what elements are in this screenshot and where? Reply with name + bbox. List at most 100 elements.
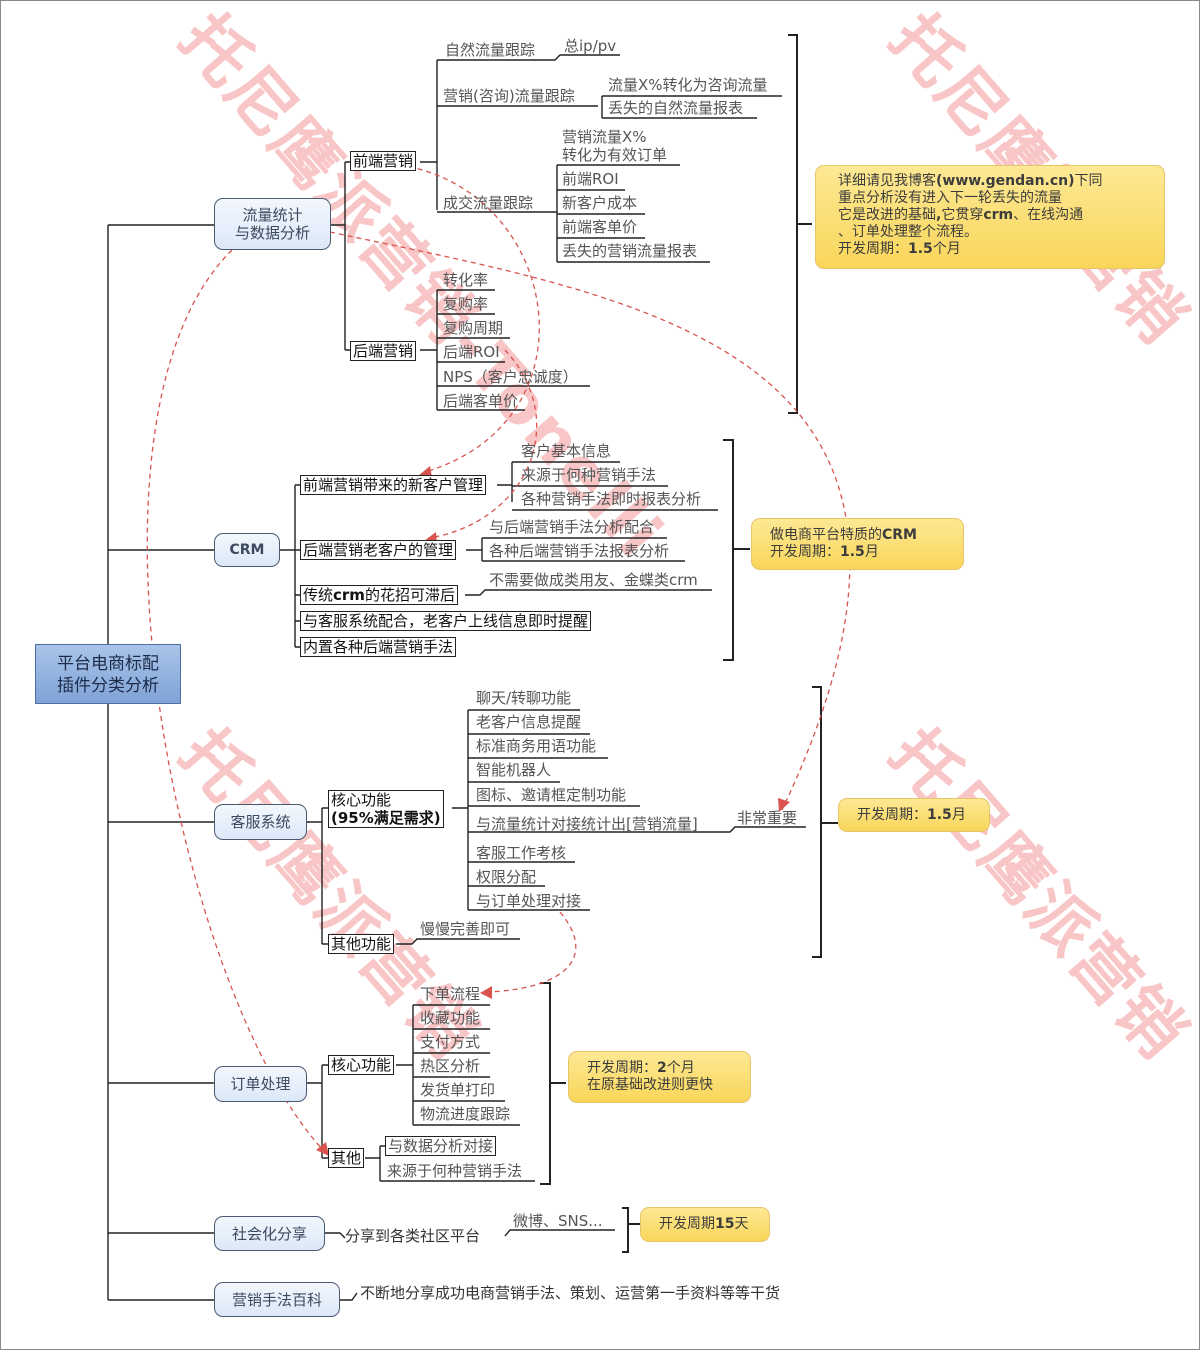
connector <box>452 709 806 911</box>
note-text: 1.5 <box>927 807 952 823</box>
connector <box>465 589 712 596</box>
node-order-core[interactable]: 核心功能 <box>328 1055 395 1075</box>
note-text: 月 <box>951 807 966 823</box>
branch-crm[interactable]: CRM <box>214 533 280 567</box>
note-crm-dev-cycle: 做电商平台特质的CRM 开发周期：1.5月 <box>751 518 964 570</box>
leaf-item[interactable]: 丢失的营销流量报表 <box>562 242 698 260</box>
leaf-item[interactable]: 微博、SNS... <box>513 1212 603 1230</box>
branch-customer-service[interactable]: 客服系统 <box>214 804 307 840</box>
connector <box>396 938 520 945</box>
branch-order-processing[interactable]: 订单处理 <box>214 1066 307 1102</box>
leaf-item[interactable]: 不需要做成类用友、金蝶类crm <box>489 571 698 589</box>
node-text: 的花招可滞后 <box>364 586 455 604</box>
dashed-arrow-link <box>484 911 577 993</box>
node-consult-traffic[interactable]: 营销(咨询)流量跟踪 <box>443 87 575 105</box>
leaf-item[interactable]: 来源于何种营销手法 <box>521 466 657 484</box>
leaf-item[interactable]: 前端ROI <box>562 170 619 188</box>
leaf-item[interactable]: 与订单处理对接 <box>476 892 582 910</box>
node-crm-old-customers[interactable]: 后端营销老客户的管理 <box>300 540 457 560</box>
leaf-item[interactable]: 后端ROI <box>443 343 500 361</box>
leaf-item[interactable]: 老客户信息提醒 <box>476 713 582 731</box>
leaf-item[interactable]: 图标、邀请框定制功能 <box>476 786 627 804</box>
leaf-item[interactable]: 物流进度跟踪 <box>420 1105 511 1123</box>
leaf-item[interactable]: 各种营销手法即时报表分析 <box>521 490 702 508</box>
note-text: 开发周期： <box>857 807 927 823</box>
node-crm-new-customers[interactable]: 前端营销带来的新客户管理 <box>300 475 487 495</box>
leaf-item[interactable]: 慢慢完善即可 <box>420 920 511 938</box>
note-text: 开发周期 <box>659 1216 715 1232</box>
connector <box>497 461 718 511</box>
leaf-item[interactable]: 热区分析 <box>420 1057 481 1075</box>
note-text: 重点分析没有进入下一轮丢失的流量 <box>838 190 1062 206</box>
leaf-item[interactable]: 新客户成本 <box>562 194 638 212</box>
connector <box>306 1064 328 1159</box>
note-text: 15 <box>715 1216 735 1232</box>
branch-social-sharing[interactable]: 社会化分享 <box>214 1216 325 1251</box>
branch-marketing-wiki[interactable]: 营销手法百科 <box>214 1282 340 1317</box>
note-text: CRM <box>882 527 917 543</box>
leaf-item[interactable]: 与流量统计对接统计出[营销流量] <box>476 815 698 833</box>
leaf-item[interactable]: 客户基本信息 <box>521 442 612 460</box>
connector <box>396 1004 520 1126</box>
note-text: (www.gendan.cn) <box>936 173 1075 189</box>
root-node[interactable]: 平台电商标配 插件分类分析 <box>35 644 181 704</box>
leaf-item[interactable]: 不断地分享成功电商营销手法、策划、运营第一手资料等等干货 <box>360 1284 781 1302</box>
note-text: 天 <box>734 1216 749 1232</box>
note-text: , <box>936 207 942 223</box>
leaf-item[interactable]: 权限分配 <box>476 868 537 886</box>
leaf-item[interactable]: 丢失的自然流量报表 <box>608 99 744 117</box>
leaf-item[interactable]: 转化为有效订单 <box>562 146 668 164</box>
leaf-item[interactable]: NPS（客户忠诚度） <box>443 368 578 386</box>
node-order-other[interactable]: 其他 <box>328 1148 365 1168</box>
branch-traffic-analytics[interactable]: 流量统计 与数据分析 <box>214 198 331 250</box>
note-text: 个月 <box>932 241 961 257</box>
leaf-item[interactable]: 聊天/转聊功能 <box>476 689 572 707</box>
note-service-dev-cycle: 开发周期：1.5月 <box>838 798 990 832</box>
node-crm-builtin-methods[interactable]: 内置各种后端营销手法 <box>300 637 457 657</box>
leaf-item[interactable]: 后端客单价 <box>443 392 519 410</box>
leaf-item[interactable]: 营销流量X% <box>562 128 647 146</box>
leaf-item[interactable]: 分享到各类社区平台 <box>345 1227 481 1245</box>
node-back-marketing[interactable]: 后端营销 <box>350 341 417 361</box>
leaf-item[interactable]: 前端客单价 <box>562 218 638 236</box>
node-deal-traffic[interactable]: 成交流量跟踪 <box>443 194 534 212</box>
connector <box>330 161 350 351</box>
arrowhead <box>480 986 492 999</box>
leaf-item[interactable]: 客服工作考核 <box>476 844 567 862</box>
leaf-item[interactable]: 复购率 <box>443 295 489 313</box>
node-front-marketing[interactable]: 前端营销 <box>350 151 417 171</box>
node-crm-traditional[interactable]: 传统crm的花招可滞后 <box>300 585 458 605</box>
leaf-item[interactable]: 与后端营销手法分析配合 <box>489 518 655 536</box>
leaf-item[interactable]: 来源于何种营销手法 <box>387 1162 523 1180</box>
leaf-item[interactable]: 各种后端营销手法报表分析 <box>489 542 670 560</box>
leaf-important[interactable]: 非常重要 <box>737 809 798 827</box>
branch-label: 流量统计 <box>242 206 303 224</box>
note-text: crm <box>983 207 1014 223</box>
leaf-item[interactable]: 支付方式 <box>420 1033 481 1051</box>
note-text: 做电商平台特质的 <box>770 527 882 543</box>
note-text: 2 <box>657 1060 667 1076</box>
leaf-item[interactable]: 总ip/pv <box>564 37 617 55</box>
leaf-item[interactable]: 收藏功能 <box>420 1009 481 1027</box>
note-text: 开发周期： <box>587 1060 657 1076</box>
bracket <box>788 34 812 414</box>
leaf-item[interactable]: 发货单打印 <box>420 1081 496 1099</box>
note-text: 月 <box>864 544 879 560</box>
node-crm-service-sync[interactable]: 与客服系统配合，老客户上线信息即时提醒 <box>300 611 592 631</box>
note-text: 下同 <box>1074 173 1103 189</box>
leaf-item[interactable]: 下单流程 <box>420 985 481 1003</box>
leaf-item[interactable]: 与数据分析对接 <box>385 1136 497 1156</box>
connector <box>437 95 782 119</box>
leaf-item[interactable]: 流量X%转化为咨询流量 <box>608 76 768 94</box>
leaf-item[interactable]: 转化率 <box>443 271 489 289</box>
connector <box>365 1145 535 1182</box>
note-social-dev-cycle: 开发周期15天 <box>640 1207 770 1242</box>
node-service-other[interactable]: 其他功能 <box>328 934 395 954</box>
leaf-item[interactable]: 复购周期 <box>443 319 504 337</box>
node-natural-traffic[interactable]: 自然流量跟踪 <box>445 41 536 59</box>
arrowhead <box>778 798 790 812</box>
leaf-item[interactable]: 智能机器人 <box>476 761 552 779</box>
note-text: 详细请见我博客 <box>838 173 936 189</box>
node-service-core[interactable]: 核心功能 (95%满足需求) <box>328 790 444 828</box>
leaf-item[interactable]: 标准商务用语功能 <box>476 737 597 755</box>
